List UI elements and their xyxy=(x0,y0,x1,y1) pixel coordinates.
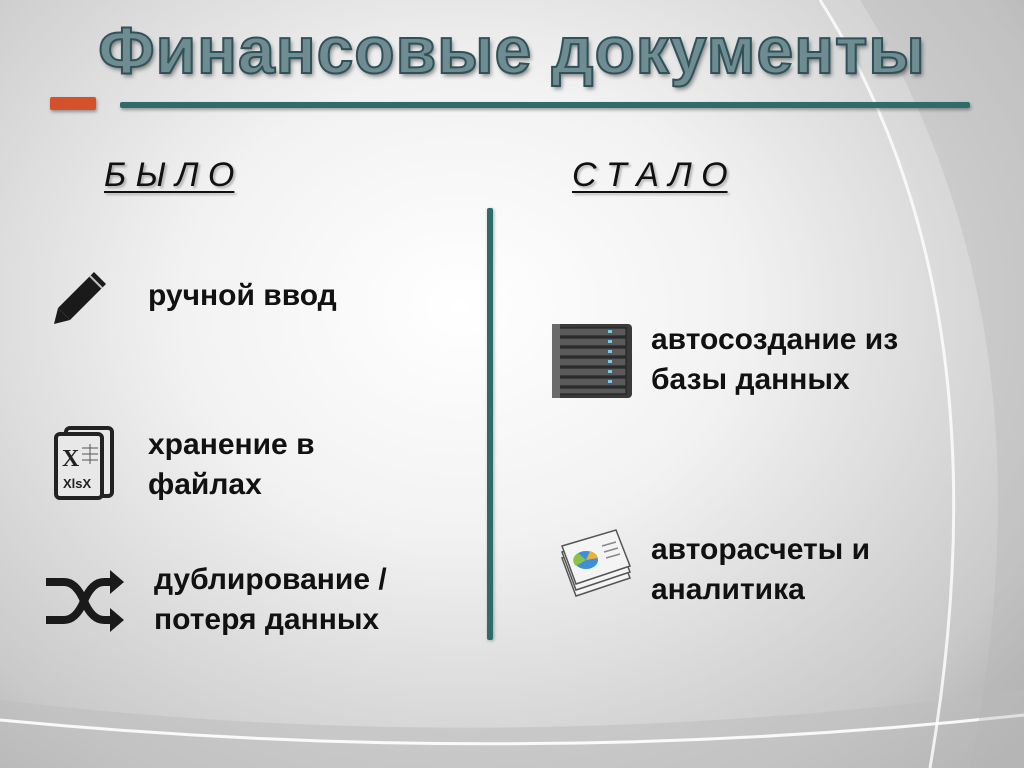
before-item-manual-input: ручной ввод xyxy=(148,279,337,312)
xlsx-file-icon: X XlsX xyxy=(54,426,114,500)
shuffle-icon xyxy=(46,570,124,632)
pencil-icon xyxy=(54,272,106,324)
title-accent-bar xyxy=(50,97,96,110)
xlsx-icon-label: XlsX xyxy=(63,476,92,491)
before-item-duplication: дублирование / потеря данных xyxy=(154,563,387,636)
slide-title: Финансовые документы xyxy=(97,12,926,88)
title-underline-rule xyxy=(120,102,970,108)
server-rack-icon xyxy=(552,324,632,398)
column-header-after: С Т А Л О xyxy=(572,156,728,194)
after-item-auto-analytics: авторасчеты и аналитика xyxy=(651,533,871,606)
xlsx-icon-letter: X xyxy=(62,446,80,472)
after-item-db-generation: автосоздание из базы данных xyxy=(651,323,899,396)
report-chart-icon xyxy=(561,529,631,597)
before-item-file-storage: хранение в файлах xyxy=(148,428,315,501)
column-divider xyxy=(487,208,493,640)
column-header-before: Б Ы Л О xyxy=(104,156,235,194)
